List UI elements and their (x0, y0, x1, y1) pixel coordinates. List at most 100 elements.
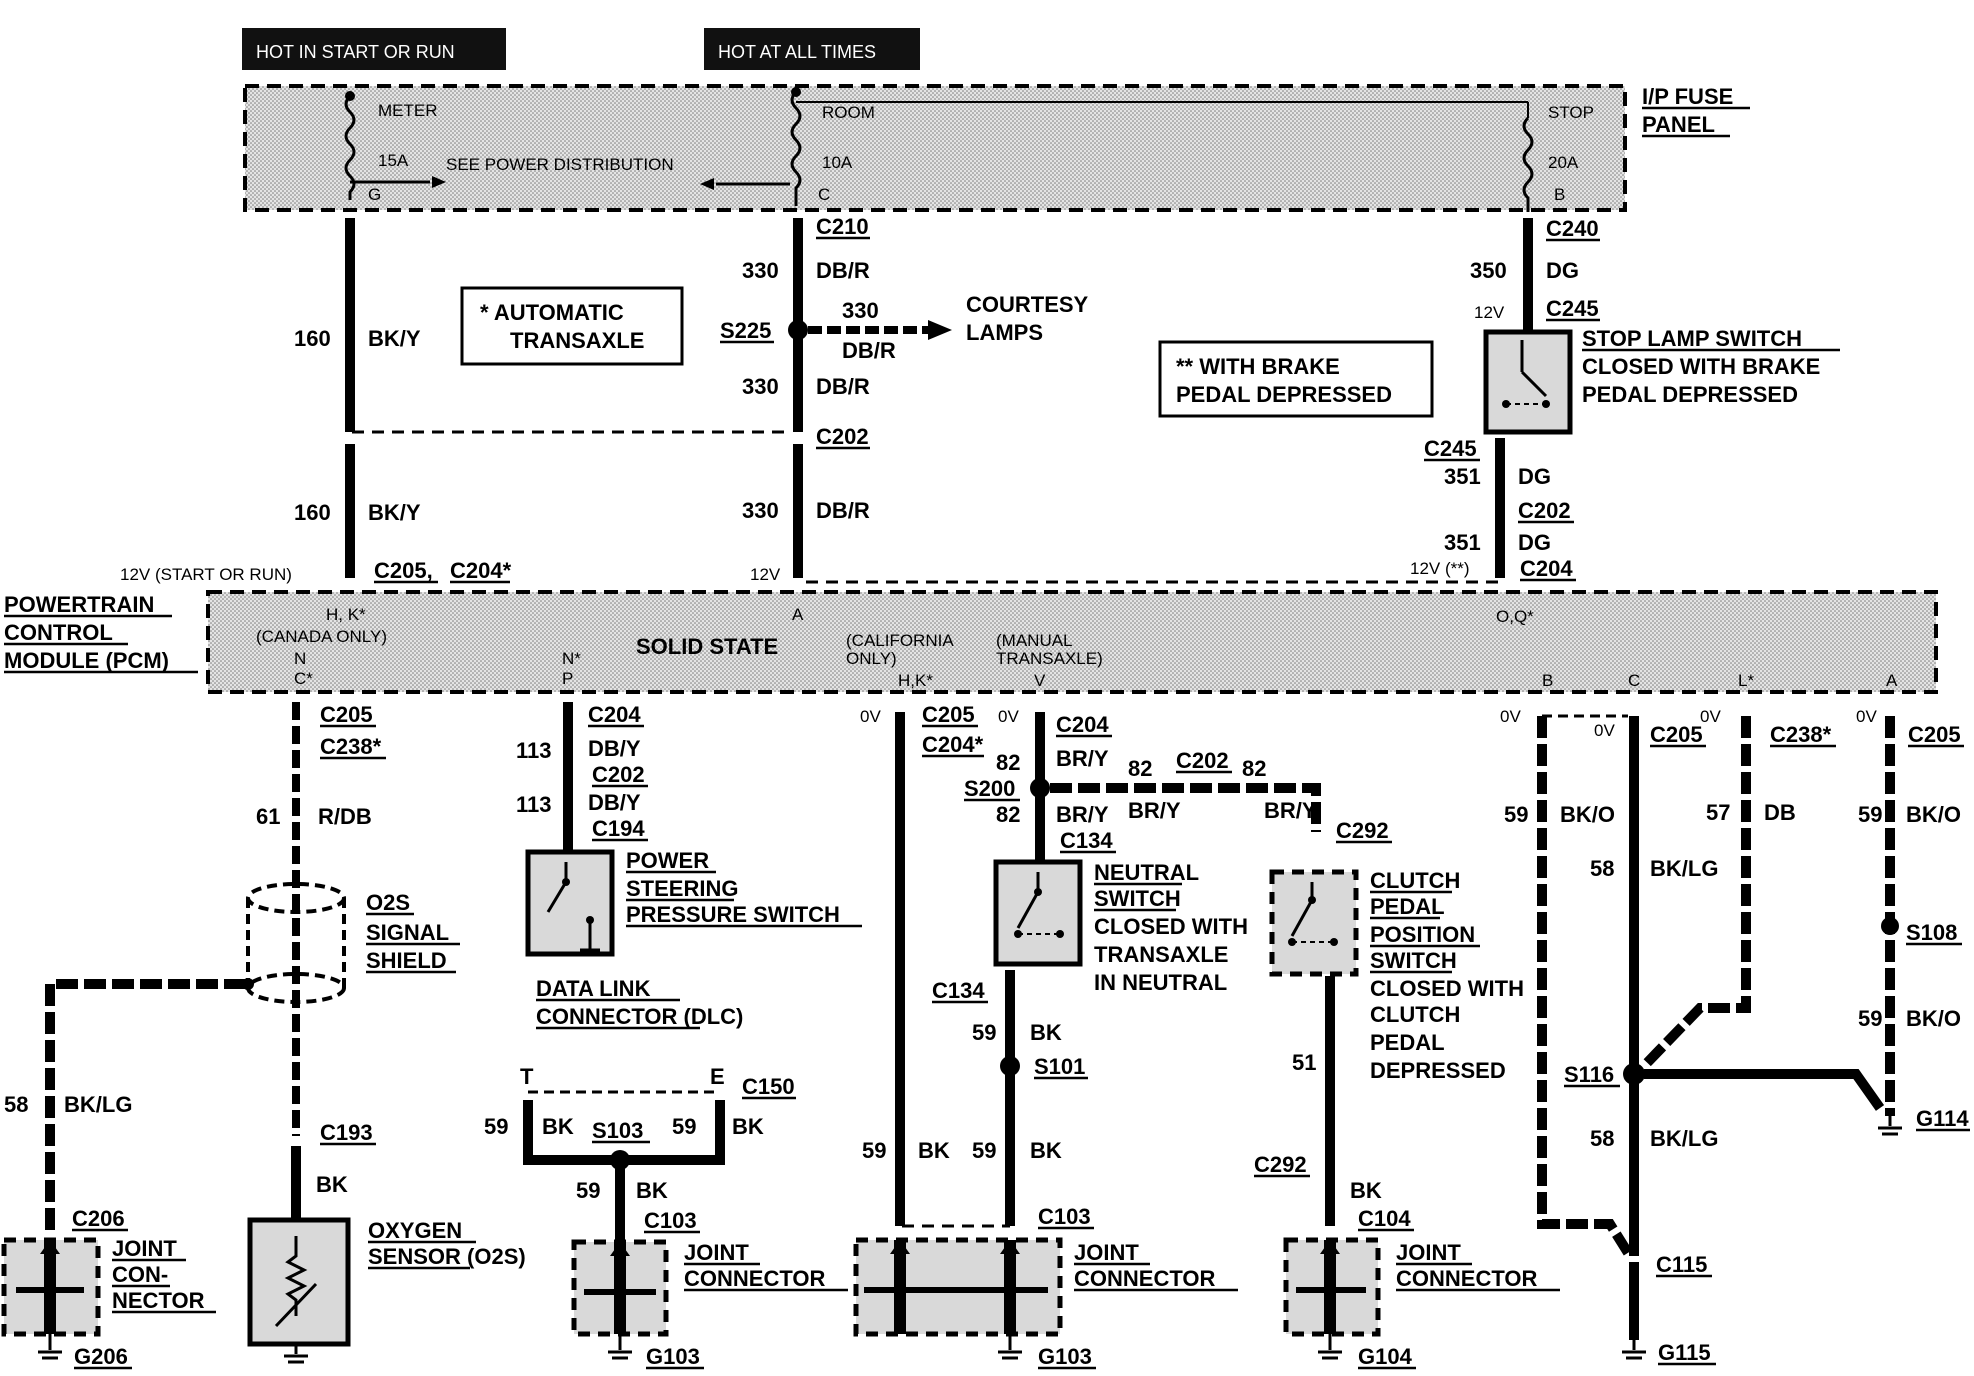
svg-text:DG: DG (1518, 464, 1551, 489)
svg-text:C202: C202 (1176, 748, 1229, 773)
svg-text:DB/R: DB/R (816, 498, 870, 523)
svg-text:C204: C204 (588, 702, 641, 727)
svg-text:59: 59 (1504, 802, 1528, 827)
svg-text:C194: C194 (592, 816, 645, 841)
svg-text:59: 59 (484, 1114, 508, 1139)
svg-text:C104: C104 (1358, 1206, 1411, 1231)
svg-text:C103: C103 (1038, 1204, 1091, 1229)
svg-text:DEPRESSED: DEPRESSED (1370, 1058, 1506, 1083)
svg-text:CONNECTOR: CONNECTOR (1074, 1266, 1215, 1291)
neutral-switch (993, 859, 1083, 967)
svg-text:C205: C205 (320, 702, 373, 727)
svg-text:C115: C115 (1656, 1252, 1707, 1277)
svg-text:L*: L* (1738, 671, 1754, 690)
svg-text:C205: C205 (1650, 722, 1703, 747)
wire-59-hk: 0V C205 C204* 59 BK (860, 702, 1010, 1228)
svg-text:B: B (1554, 185, 1565, 204)
svg-text:NECTOR: NECTOR (112, 1288, 205, 1313)
svg-text:CONNECTOR: CONNECTOR (684, 1266, 825, 1291)
svg-text:330: 330 (742, 374, 779, 399)
svg-text:(CANADA ONLY): (CANADA ONLY) (256, 627, 387, 646)
clutch-position-switch (1269, 869, 1359, 977)
svg-text:59: 59 (1858, 1006, 1882, 1031)
svg-text:DG: DG (1518, 530, 1551, 555)
svg-text:CLOSED WITH: CLOSED WITH (1370, 976, 1524, 1001)
wire-160: 160 BK/Y 160 BK/Y 12V (START OR RUN) C20… (120, 218, 512, 584)
svg-text:BK: BK (1030, 1138, 1062, 1163)
svg-text:BK/LG: BK/LG (64, 1092, 132, 1117)
power-steering-switch (525, 849, 615, 957)
svg-text:58: 58 (4, 1092, 28, 1117)
svg-text:SHIELD: SHIELD (366, 948, 447, 973)
svg-text:O,Q*: O,Q* (1496, 607, 1534, 626)
right-ground-wires: 0V 0V 0V 0V 59 BK/O C205 58 BK/LG S116 5… (1500, 707, 1970, 1366)
svg-text:59: 59 (672, 1114, 696, 1139)
svg-text:S116: S116 (1564, 1062, 1614, 1087)
svg-text:113: 113 (516, 792, 552, 817)
svg-text:C134: C134 (1060, 828, 1113, 853)
svg-text:BK/Y: BK/Y (368, 326, 421, 351)
svg-text:C204: C204 (1520, 556, 1573, 581)
svg-text:BR/Y: BR/Y (1264, 798, 1317, 823)
svg-text:HOT AT ALL TIMES: HOT AT ALL TIMES (718, 42, 876, 62)
svg-text:SWITCH: SWITCH (1370, 948, 1457, 973)
svg-text:P: P (562, 669, 573, 688)
svg-text:160: 160 (294, 500, 331, 525)
svg-text:PEDAL DEPRESSED: PEDAL DEPRESSED (1176, 382, 1392, 407)
svg-text:C245: C245 (1546, 296, 1599, 321)
svg-text:CONTROL: CONTROL (4, 620, 113, 645)
clutch-switch-group: CLUTCH PEDAL POSITION SWITCH CLOSED WITH… (1254, 868, 1560, 1370)
svg-text:B: B (1542, 671, 1553, 690)
svg-text:TRANSAXLE: TRANSAXLE (510, 328, 644, 353)
svg-text:A: A (792, 605, 804, 624)
dlc-ground-loop: T E C150 59 BK S103 59 BK 59 BK C103 G10… (484, 1064, 848, 1370)
svg-text:R/DB: R/DB (318, 804, 372, 829)
note-brake: ** WITH BRAKE PEDAL DEPRESSED (1158, 340, 1434, 418)
svg-text:C150: C150 (742, 1074, 795, 1099)
svg-text:V: V (1034, 671, 1046, 690)
svg-text:C134: C134 (932, 978, 985, 1003)
svg-text:82: 82 (996, 802, 1020, 827)
svg-text:C205,: C205, (374, 558, 433, 583)
svg-text:C238*: C238* (320, 734, 382, 759)
svg-text:LAMPS: LAMPS (966, 320, 1043, 345)
svg-text:CLUTCH: CLUTCH (1370, 868, 1460, 893)
svg-text:DATA LINK: DATA LINK (536, 976, 651, 1001)
svg-text:59: 59 (972, 1020, 996, 1045)
svg-text:C*: C* (294, 669, 313, 688)
svg-text:CONNECTOR: CONNECTOR (1396, 1266, 1537, 1291)
svg-text:* AUTOMATIC: * AUTOMATIC (480, 300, 624, 325)
svg-text:H, K*: H, K* (326, 605, 366, 624)
svg-text:TRANSAXLE: TRANSAXLE (1094, 942, 1228, 967)
svg-text:59: 59 (576, 1178, 600, 1203)
svg-text:351: 351 (1444, 530, 1481, 555)
svg-text:SENSOR (O2S): SENSOR (O2S) (368, 1244, 526, 1269)
svg-text:C210: C210 (816, 214, 869, 239)
svg-text:N*: N* (562, 649, 581, 668)
svg-text:N: N (294, 649, 306, 668)
svg-text:CON-: CON- (112, 1262, 168, 1287)
svg-text:C205: C205 (1908, 722, 1961, 747)
svg-text:C202: C202 (1518, 498, 1571, 523)
svg-text:0V: 0V (1700, 707, 1721, 726)
svg-text:59: 59 (862, 1138, 886, 1163)
fuse-panel-title: I/P FUSE (1642, 84, 1733, 109)
svg-text:DB/R: DB/R (816, 374, 870, 399)
svg-text:0V: 0V (860, 707, 881, 726)
svg-text:C204*: C204* (922, 732, 984, 757)
svg-text:JOINT: JOINT (112, 1236, 177, 1261)
svg-text:C204: C204 (1056, 712, 1109, 737)
svg-text:A: A (1886, 671, 1898, 690)
svg-text:C245: C245 (1424, 436, 1477, 461)
svg-text:BK/LG: BK/LG (1650, 1126, 1718, 1151)
svg-text:350: 350 (1470, 258, 1507, 283)
svg-text:PEDAL: PEDAL (1370, 894, 1445, 919)
svg-text:C202: C202 (816, 424, 869, 449)
svg-text:G206: G206 (74, 1344, 128, 1369)
svg-text:BK: BK (1030, 1020, 1062, 1045)
svg-text:330: 330 (842, 298, 879, 323)
svg-text:POSITION: POSITION (1370, 922, 1475, 947)
svg-text:C: C (1628, 671, 1640, 690)
svg-text:58: 58 (1590, 856, 1614, 881)
